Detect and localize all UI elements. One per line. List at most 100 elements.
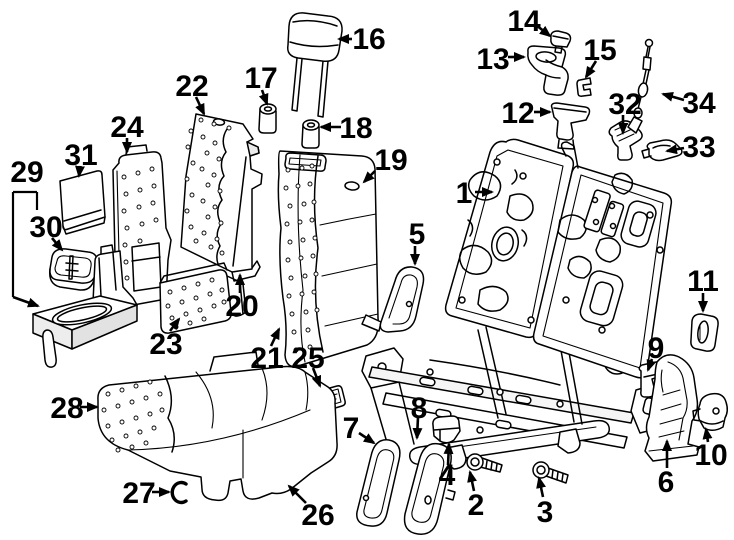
latch-bracket-drawing (527, 45, 569, 96)
callout-27[interactable]: 27 (122, 477, 171, 510)
side-cover-drawing (361, 266, 425, 333)
callout-5[interactable]: 5 (409, 218, 426, 266)
screw-drawing (532, 461, 569, 484)
callout-3[interactable]: 3 (536, 476, 554, 529)
part-number-label: 13 (476, 43, 509, 76)
part-number-label: 7 (343, 412, 360, 445)
part-number-label: 33 (682, 131, 715, 164)
callout-arrow (535, 23, 552, 38)
seat-frame-drawing (361, 138, 673, 470)
knob-drawing (692, 392, 729, 431)
part-number-label: 19 (374, 144, 407, 177)
part-number-label: 24 (110, 111, 144, 144)
headrest-guide-drawing (301, 119, 320, 149)
callout-24[interactable]: 24 (110, 111, 144, 154)
callout-4[interactable]: 4 (439, 442, 456, 492)
callout-20[interactable]: 20 (225, 273, 259, 323)
callout-13[interactable]: 13 (476, 43, 526, 76)
callout-30[interactable]: 30 (29, 211, 64, 252)
callout-33[interactable]: 33 (665, 131, 716, 164)
callout-25[interactable]: 25 (291, 342, 325, 388)
callout-16[interactable]: 16 (337, 23, 386, 56)
part-number-label: 10 (694, 439, 727, 472)
part-number-label: 8 (411, 392, 428, 425)
callout-arrow (258, 89, 269, 106)
part-number-label: 30 (29, 211, 62, 244)
callout-23[interactable]: 23 (149, 317, 183, 361)
hinge-cover-drawing (403, 442, 456, 535)
callout-2[interactable]: 2 (467, 470, 485, 522)
hinge-cover-drawing (356, 439, 401, 527)
cupholder-drawing (48, 248, 98, 291)
callout-6[interactable]: 6 (658, 439, 675, 499)
headrest-drawing (286, 12, 343, 118)
armrest-base-drawing (32, 244, 138, 368)
callout-arrow (536, 476, 546, 498)
seat-cushion-drawing (97, 351, 338, 502)
callout-14[interactable]: 14 (507, 5, 552, 38)
part-number-label: 9 (648, 332, 665, 365)
callout-15[interactable]: 15 (583, 34, 617, 79)
callout-arrow (443, 442, 454, 466)
part-number-label: 18 (339, 112, 372, 145)
callout-arrow (646, 358, 657, 372)
callout-32[interactable]: 32 (608, 88, 642, 135)
part-number-label: 5 (409, 218, 426, 251)
callout-21[interactable]: 21 (250, 327, 284, 375)
part-number-label: 12 (501, 97, 534, 130)
part-number-label: 32 (608, 88, 641, 121)
callout-arrow (168, 317, 181, 332)
part-number-label: 21 (250, 342, 283, 375)
seatback-board-drawing (180, 113, 263, 273)
small-board-drawing (112, 144, 172, 307)
callout-arrow (12, 295, 40, 308)
callout-arrow (287, 484, 307, 504)
callout-22[interactable]: 22 (175, 70, 209, 116)
callout-34[interactable]: 34 (661, 87, 716, 120)
callout-26[interactable]: 26 (287, 484, 335, 532)
callout-10[interactable]: 10 (694, 427, 728, 472)
callout-18[interactable]: 18 (319, 112, 373, 145)
part-number-label: 22 (175, 70, 208, 103)
callout-arrow (311, 367, 322, 388)
part-number-label: 27 (122, 477, 155, 510)
callout-arrow (702, 427, 713, 443)
part-number-label: 29 (10, 156, 43, 189)
callout-arrow (467, 470, 477, 492)
latch-cap-drawing (550, 30, 572, 54)
part-number-label: 4 (439, 459, 456, 492)
e-clip-drawing (576, 77, 592, 97)
part-number-label: 1 (456, 177, 473, 210)
callout-17[interactable]: 17 (244, 62, 278, 106)
callout-29[interactable]: 29 (10, 156, 44, 308)
callout-arrow (661, 91, 685, 102)
callout-31[interactable]: 31 (64, 139, 98, 178)
callout-8[interactable]: 8 (411, 392, 428, 440)
callout-arrow (362, 170, 376, 184)
callout-arrow (269, 327, 281, 347)
part-number-label: 31 (64, 139, 97, 172)
callout-12[interactable]: 12 (501, 97, 552, 130)
callout-arrow (412, 416, 423, 440)
callout-9[interactable]: 9 (646, 332, 665, 372)
part-number-label: 3 (537, 496, 554, 529)
callout-1[interactable]: 1 (456, 177, 494, 210)
headrest-guide-drawing (258, 103, 277, 134)
callout-11[interactable]: 11 (687, 265, 719, 313)
callout-19[interactable]: 19 (362, 144, 408, 184)
part-number-label: 16 (352, 23, 385, 56)
callout-28[interactable]: 28 (50, 392, 99, 425)
callout-arrow (358, 431, 376, 445)
callout-arrow (75, 165, 85, 178)
latch-plate-drawing (550, 102, 591, 150)
callout-7[interactable]: 7 (343, 412, 376, 445)
part-number-label: 15 (583, 34, 616, 67)
part-number-label: 20 (225, 290, 258, 323)
part-number-label: 6 (658, 466, 675, 499)
part-number-label: 28 (50, 392, 83, 425)
part-number-label: 34 (682, 87, 716, 120)
callout-arrow (51, 237, 64, 252)
part-number-label: 25 (291, 342, 324, 375)
